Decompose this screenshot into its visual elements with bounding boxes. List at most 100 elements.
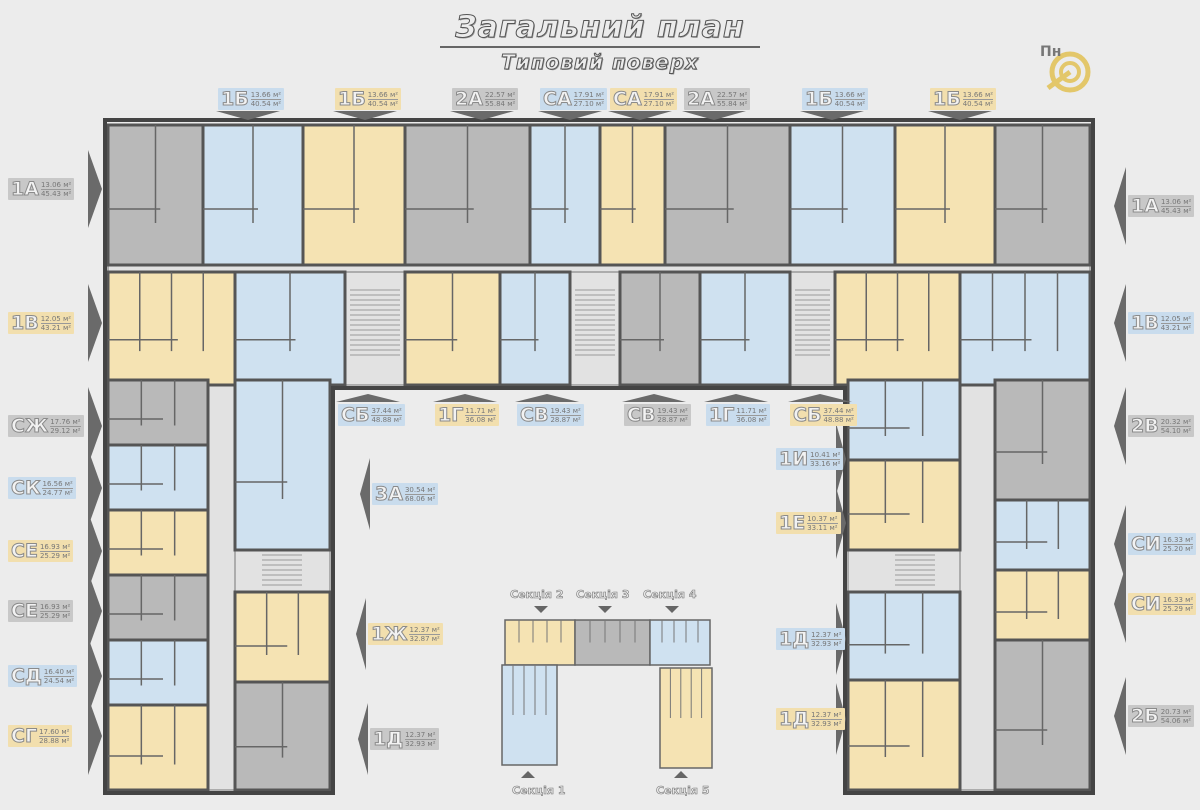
apartment-code: 1Б (933, 88, 962, 111)
living-area: 10.41 м² (810, 450, 841, 460)
section-arrow-icon (521, 771, 535, 778)
total-area: 25.29 м² (39, 551, 71, 560)
living-area: 17.91 м² (573, 90, 605, 100)
total-area: 28.88 м² (39, 736, 70, 745)
arrow-left-icon (1114, 677, 1126, 755)
arrow-right-icon (88, 150, 102, 228)
living-area: 13.06 м² (40, 180, 72, 190)
arrow-left-icon (358, 703, 368, 775)
living-area: 16.40 м² (43, 667, 75, 677)
minimap-section-label[interactable]: Секція 2 (510, 588, 564, 602)
apartment-code: 2Б (1131, 705, 1160, 728)
total-area: 25.29 м² (1162, 604, 1194, 613)
arrow-down-icon (928, 111, 992, 120)
plan-title: Загальний план (455, 10, 745, 46)
living-area: 22.57 м² (716, 90, 748, 100)
living-area: 11.71 м² (736, 406, 767, 416)
living-area: 20.32 м² (1160, 417, 1192, 427)
arrow-down-icon (800, 111, 864, 120)
arrow-right-icon (88, 697, 102, 775)
corridor (847, 549, 961, 593)
apartment (106, 508, 210, 577)
total-area: 32.93 м² (811, 719, 842, 728)
total-area: 24.77 м² (42, 488, 73, 497)
corridor (344, 271, 406, 386)
living-area: 17.76 м² (50, 417, 81, 427)
arrow-left-icon (1114, 167, 1126, 245)
total-area: 54.10 м² (1160, 426, 1192, 435)
apartment-code: 1Е (778, 512, 806, 535)
apartment-code: СК (10, 477, 41, 500)
apartment (106, 638, 210, 707)
arrow-up-icon (433, 394, 497, 402)
minimap-section-label[interactable]: Секція 1 (512, 784, 566, 798)
apartment (993, 568, 1092, 642)
arrow-right-icon (88, 637, 102, 715)
living-area: 17.91 м² (643, 90, 675, 100)
total-area: 55.84 м² (716, 99, 748, 108)
north-label: Пн (1040, 44, 1062, 60)
living-area: 13.66 м² (367, 90, 399, 100)
total-area: 36.08 м² (736, 415, 767, 424)
arrow-left-icon (360, 458, 370, 530)
total-area: 48.88 м² (823, 415, 854, 424)
total-area: 54.06 м² (1160, 716, 1192, 725)
living-area: 22.57 м² (484, 90, 516, 100)
living-area: 12.37 м² (811, 630, 842, 640)
living-area: 30.54 м² (404, 485, 436, 495)
minimap-section-label[interactable]: Секція 5 (656, 784, 710, 798)
minimap-section-label[interactable]: Секція 3 (576, 588, 630, 602)
apartment-code: 2А (687, 88, 716, 111)
minimap-section (504, 619, 576, 666)
arrow-left-icon (1114, 505, 1126, 583)
living-area: 12.37 м² (811, 710, 842, 720)
total-area: 32.93 м² (405, 739, 436, 748)
minimap-section-label[interactable]: Секція 4 (643, 588, 697, 602)
arrow-up-icon (622, 394, 686, 402)
